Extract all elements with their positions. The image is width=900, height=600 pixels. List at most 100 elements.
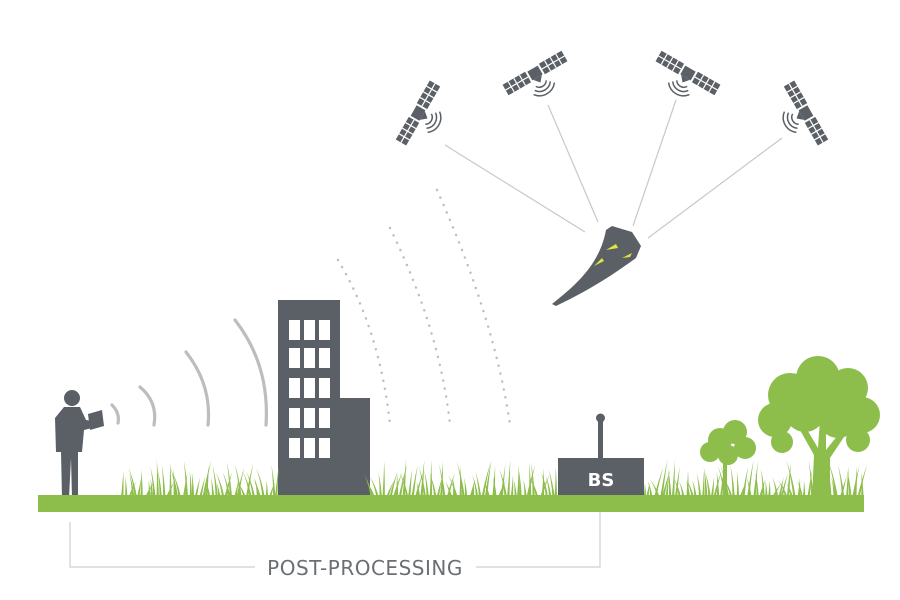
operator-signal-arcs (110, 318, 269, 427)
grass-blade (510, 474, 514, 497)
grass-blade (429, 473, 437, 497)
grass-blade (194, 477, 201, 497)
grass-blade (169, 461, 172, 497)
grass-blade (837, 464, 845, 497)
grass-blade (438, 463, 446, 497)
grass-blade (772, 477, 779, 497)
grass-blade (471, 482, 475, 497)
grass-blade (702, 471, 705, 497)
grass-blade (674, 466, 680, 497)
grass-blade (140, 469, 143, 497)
grass-blade (234, 479, 240, 497)
operator-arc (138, 385, 157, 427)
grass-blade (161, 464, 166, 497)
grass-blade (148, 480, 151, 497)
grass-blade (545, 475, 552, 497)
grass-blade (125, 477, 128, 497)
grass-blade (236, 467, 245, 497)
fixed-wing-drone-icon (552, 226, 641, 306)
grass-blade (472, 474, 479, 497)
office-building-icon (278, 300, 370, 496)
grass-blade (742, 466, 749, 497)
grass-blade (411, 464, 418, 497)
operator-arc (110, 403, 120, 425)
grass-blade (786, 482, 793, 497)
grass-blade (386, 480, 395, 497)
drone-wave (435, 188, 512, 427)
grass-blade (854, 466, 857, 497)
grass-blade (418, 466, 427, 497)
grass-blade (483, 480, 490, 497)
grass-blade (710, 476, 715, 497)
grass-blade (253, 479, 261, 497)
grass-blade (722, 476, 733, 497)
grass (121, 459, 868, 497)
grass-blade (646, 482, 650, 497)
grass-blade (753, 461, 758, 497)
grass-blade (212, 465, 218, 497)
grass-blade (172, 472, 181, 497)
grass-blade (703, 466, 708, 497)
grass-blade (424, 470, 429, 497)
grass-blade (827, 460, 838, 497)
grass-blade (548, 469, 555, 497)
grass-blade (768, 480, 771, 497)
grass-blade (215, 472, 225, 497)
grass-blade (246, 471, 256, 497)
grass-blade (378, 472, 382, 497)
grass-blade (202, 459, 212, 497)
grass-blade (526, 464, 536, 497)
grass-blade (399, 472, 409, 497)
grass-blade (528, 462, 532, 497)
grass-blade (121, 471, 124, 497)
grass-blade (226, 461, 233, 497)
grass-blade (205, 465, 209, 497)
satellite-link-1 (444, 144, 586, 233)
post-processing-bracket (69, 512, 601, 568)
satellite-links (444, 99, 783, 239)
operator-arc (184, 350, 211, 427)
tree-icon (758, 356, 880, 498)
grass-blade (224, 472, 233, 497)
grass-blade (271, 465, 276, 497)
satellite-icon (501, 50, 578, 112)
grass-blade (660, 459, 668, 497)
grass-blade (236, 481, 246, 497)
grass-blade (137, 477, 142, 497)
grass-blade (705, 471, 711, 497)
grass-blade (389, 471, 398, 497)
grass-blade (831, 477, 836, 497)
grass-blade (242, 471, 252, 497)
grass-blade (364, 474, 373, 497)
grass-blade (541, 468, 545, 497)
tree-icon (700, 420, 756, 498)
grass-blade (679, 481, 685, 497)
grass-blade (846, 469, 852, 497)
drone-wave (388, 226, 452, 427)
grass-blade (808, 460, 814, 497)
grass-blade (802, 480, 806, 497)
grass-blade (716, 471, 720, 497)
satellite-link-3 (632, 99, 677, 227)
grass-blade (846, 466, 849, 497)
grass-blade (513, 480, 517, 497)
grass-blade (730, 465, 735, 497)
grass-blade (150, 478, 154, 497)
grass-blade (507, 459, 511, 497)
grass-blade (369, 475, 379, 497)
grass-blade (649, 478, 660, 497)
satellite-icon (395, 79, 457, 156)
grass-blade (436, 477, 443, 497)
grass-blade (402, 459, 407, 497)
grass-blade (448, 475, 458, 497)
grass-blade (365, 481, 375, 497)
grass-blade (128, 467, 137, 497)
grass-blade (692, 480, 697, 497)
grass-blade (686, 479, 694, 497)
grass-blade (170, 467, 179, 497)
grass-blade (667, 467, 672, 497)
grass-blade (475, 471, 482, 497)
grass-blade (772, 482, 782, 497)
drone-signal-waves (336, 188, 512, 427)
